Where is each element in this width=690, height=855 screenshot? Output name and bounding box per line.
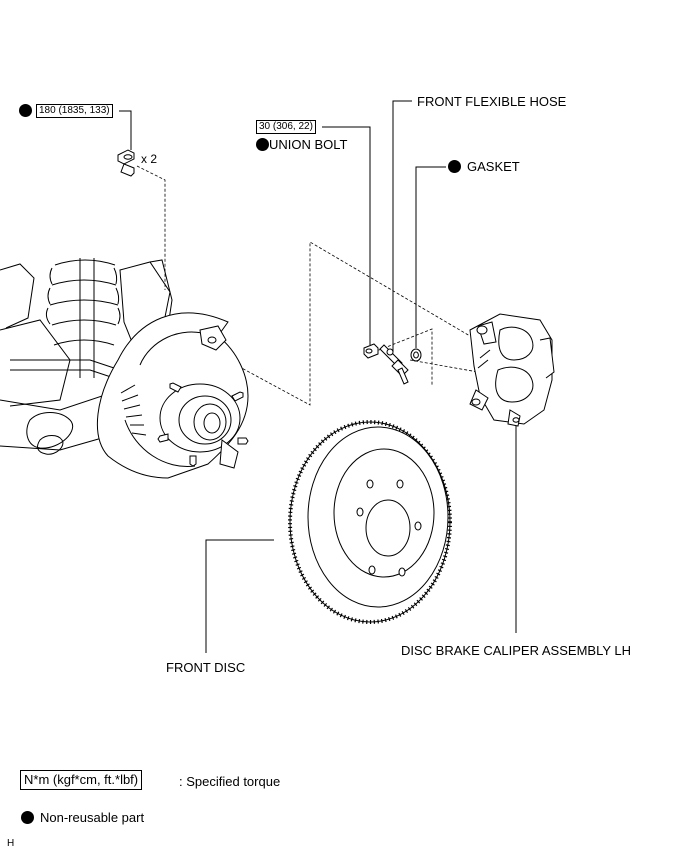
caliper-part: [469, 313, 555, 427]
gasket-label: GASKET: [467, 159, 520, 174]
caliper-bolt-part: [117, 149, 135, 177]
non-reusable-dot-icon: [19, 104, 32, 117]
bolt-quantity-label: x 2: [141, 152, 158, 166]
non-reusable-legend-text: Non-reusable part: [40, 810, 145, 825]
dashed-alignment-lines: [136, 165, 479, 406]
torque-legend-text: : Specified torque: [179, 774, 281, 789]
front-disc-part: [288, 420, 452, 624]
non-reusable-dot-icon: [21, 811, 34, 824]
knuckle-suspension-assembly: [0, 258, 249, 479]
gasket-part: [410, 348, 422, 362]
union-bolt-torque: 30 (306, 22): [256, 120, 316, 134]
front-disc-label: FRONT DISC: [166, 660, 246, 675]
non-reusable-dot-icon: [448, 160, 461, 173]
union-bolt-label: UNION BOLT: [269, 137, 348, 152]
leader-lines: [119, 100, 517, 653]
torque-legend-box: N*m (kgf*cm, ft.*lbf): [20, 770, 143, 790]
front-flexible-hose-label: FRONT FLEXIBLE HOSE: [417, 94, 567, 109]
caliper-bolt-torque: 180 (1835, 133): [36, 104, 113, 118]
non-reusable-dot-icon: [256, 138, 269, 151]
caliper-label: DISC BRAKE CALIPER ASSEMBLY LH: [401, 643, 631, 658]
flexible-hose-part: [379, 344, 409, 385]
corner-mark: H: [7, 838, 15, 849]
union-bolt-part: [363, 343, 379, 359]
